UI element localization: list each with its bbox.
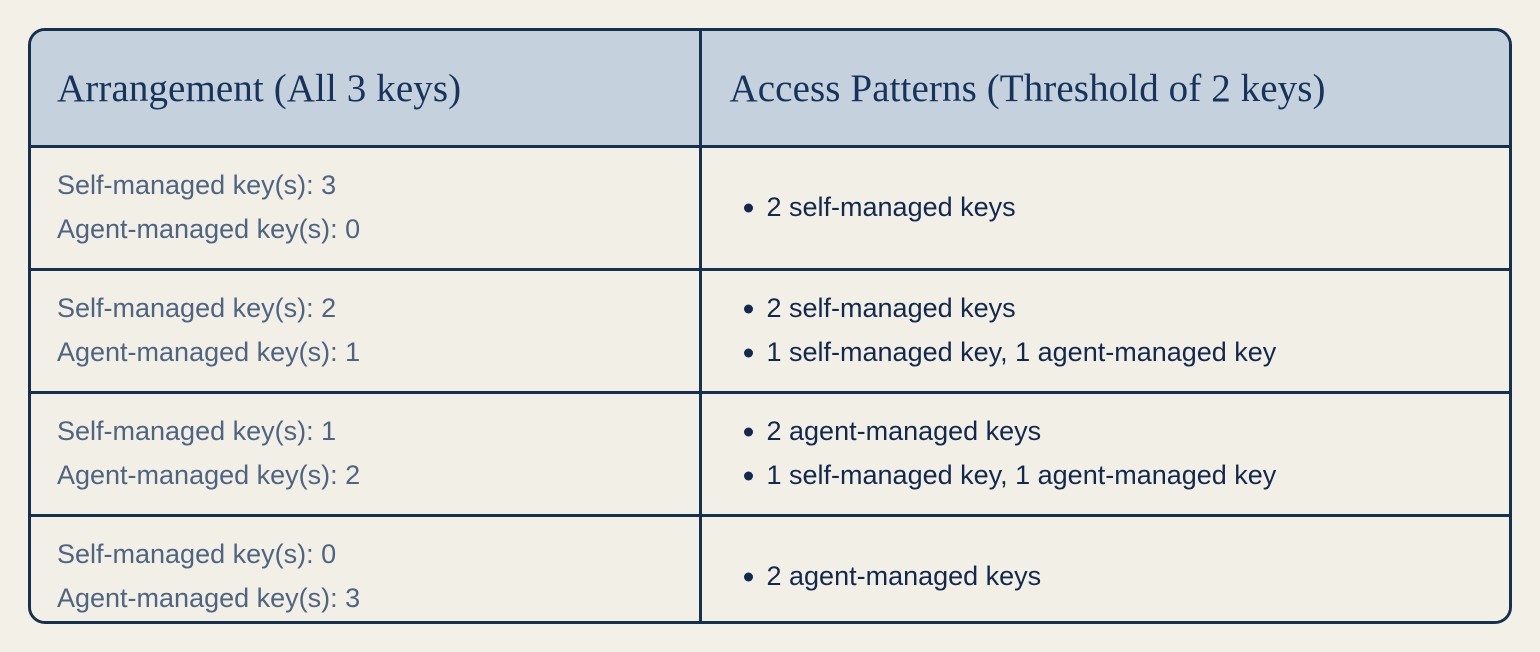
access-pattern-list: 2 self-managed keys — [702, 186, 1510, 230]
arrangement-block: Self-managed key(s): 3 Agent-managed key… — [31, 164, 699, 251]
self-managed-key-count: Self-managed key(s): 1 — [57, 416, 337, 447]
agent-managed-key-count: Agent-managed key(s): 1 — [57, 337, 361, 367]
arrangement-block: Self-managed key(s): 2 Agent-managed key… — [31, 287, 699, 374]
access-pattern-list: 2 agent-managed keys — [702, 555, 1510, 599]
column-header-arrangement: Arrangement (All 3 keys) — [31, 31, 700, 148]
agent-managed-key-count: Agent-managed key(s): 0 — [57, 214, 361, 244]
cell-access-patterns: 2 agent-managed keys 1 self-managed key,… — [698, 392, 1510, 517]
cell-arrangement: Self-managed key(s): 1 Agent-managed key… — [31, 392, 700, 517]
table-body: Self-managed key(s): 3 Agent-managed key… — [31, 146, 1510, 621]
key-arrangement-table-container: Arrangement (All 3 keys) Access Patterns… — [28, 28, 1512, 624]
cell-arrangement: Self-managed key(s): 3 Agent-managed key… — [31, 146, 700, 271]
list-item: 2 self-managed keys — [738, 287, 1510, 331]
self-managed-key-count: Self-managed key(s): 3 — [57, 170, 337, 201]
cell-arrangement: Self-managed key(s): 0 Agent-managed key… — [31, 515, 700, 621]
table-row: Self-managed key(s): 2 Agent-managed key… — [31, 269, 1510, 394]
table-row: Self-managed key(s): 1 Agent-managed key… — [31, 392, 1510, 517]
self-managed-key-count: Self-managed key(s): 2 — [57, 293, 337, 324]
list-item: 2 self-managed keys — [738, 186, 1510, 230]
table-header: Arrangement (All 3 keys) Access Patterns… — [31, 31, 1509, 148]
column-header-access-patterns: Access Patterns (Threshold of 2 keys) — [698, 31, 1509, 148]
list-item: 2 agent-managed keys — [738, 410, 1510, 454]
cell-access-patterns: 2 self-managed keys — [698, 146, 1510, 271]
cell-access-patterns: 2 self-managed keys 1 self-managed key, … — [698, 269, 1510, 394]
cell-arrangement: Self-managed key(s): 2 Agent-managed key… — [31, 269, 700, 394]
arrangement-block: Self-managed key(s): 1 Agent-managed key… — [31, 410, 699, 497]
agent-managed-key-count: Agent-managed key(s): 2 — [57, 460, 361, 490]
list-item: 1 self-managed key, 1 agent-managed key — [738, 331, 1510, 375]
self-managed-key-count: Self-managed key(s): 0 — [57, 539, 337, 570]
arrangement-block: Self-managed key(s): 0 Agent-managed key… — [31, 533, 699, 620]
access-pattern-list: 2 agent-managed keys 1 self-managed key,… — [702, 410, 1510, 497]
table-header-row: Arrangement (All 3 keys) Access Patterns… — [31, 31, 1509, 148]
cell-access-patterns: 2 agent-managed keys — [698, 515, 1510, 621]
list-item: 2 agent-managed keys — [738, 555, 1510, 599]
key-arrangement-table: Arrangement (All 3 keys) Access Patterns… — [31, 31, 1510, 621]
access-pattern-list: 2 self-managed keys 1 self-managed key, … — [702, 287, 1510, 374]
table-row: Self-managed key(s): 3 Agent-managed key… — [31, 146, 1510, 271]
list-item: 1 self-managed key, 1 agent-managed key — [738, 454, 1510, 498]
table-row: Self-managed key(s): 0 Agent-managed key… — [31, 515, 1510, 621]
agent-managed-key-count: Agent-managed key(s): 3 — [57, 583, 361, 613]
